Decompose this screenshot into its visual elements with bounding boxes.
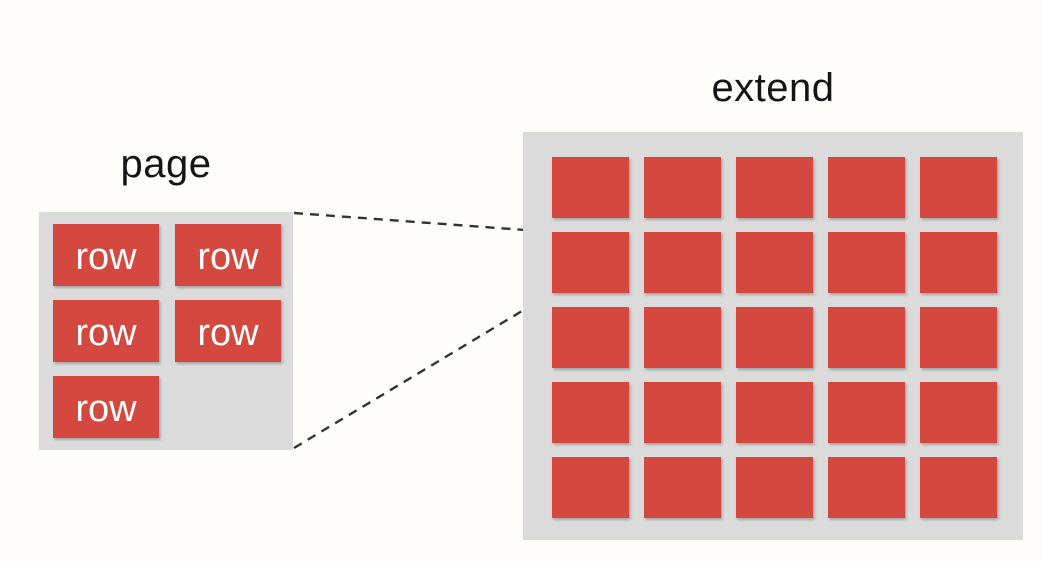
page-panel: row row row row row [39, 212, 293, 450]
connector-line-top [293, 211, 553, 234]
grid-cell [828, 457, 905, 518]
grid-cell [828, 232, 905, 293]
connector-line-bottom [293, 291, 553, 450]
row-box: row [175, 300, 281, 362]
row-box: row [53, 376, 159, 438]
row-box: row [53, 224, 159, 286]
grid-cell [920, 157, 997, 218]
grid-cell [828, 382, 905, 443]
row-box: row [53, 300, 159, 362]
grid-cell [736, 157, 813, 218]
grid-cell [828, 307, 905, 368]
extend-panel [523, 132, 1023, 540]
grid-cell [920, 382, 997, 443]
grid-cell [736, 232, 813, 293]
grid-cell [736, 307, 813, 368]
grid-cell [920, 232, 997, 293]
grid-cell [736, 382, 813, 443]
grid-cell [552, 232, 629, 293]
row-box: row [175, 224, 281, 286]
page-title: page [120, 142, 212, 186]
grid-cell [644, 307, 721, 368]
grid-cell [552, 457, 629, 518]
grid-cell [644, 382, 721, 443]
grid-cell [644, 157, 721, 218]
grid-cell [644, 457, 721, 518]
grid-cell [920, 457, 997, 518]
grid-cell [552, 382, 629, 443]
grid-cell [552, 157, 629, 218]
grid-cell [736, 457, 813, 518]
grid-cell [920, 307, 997, 368]
extend-title: extend [711, 66, 835, 110]
grid-cell [552, 307, 629, 368]
grid-cell [828, 157, 905, 218]
grid-cell [644, 232, 721, 293]
